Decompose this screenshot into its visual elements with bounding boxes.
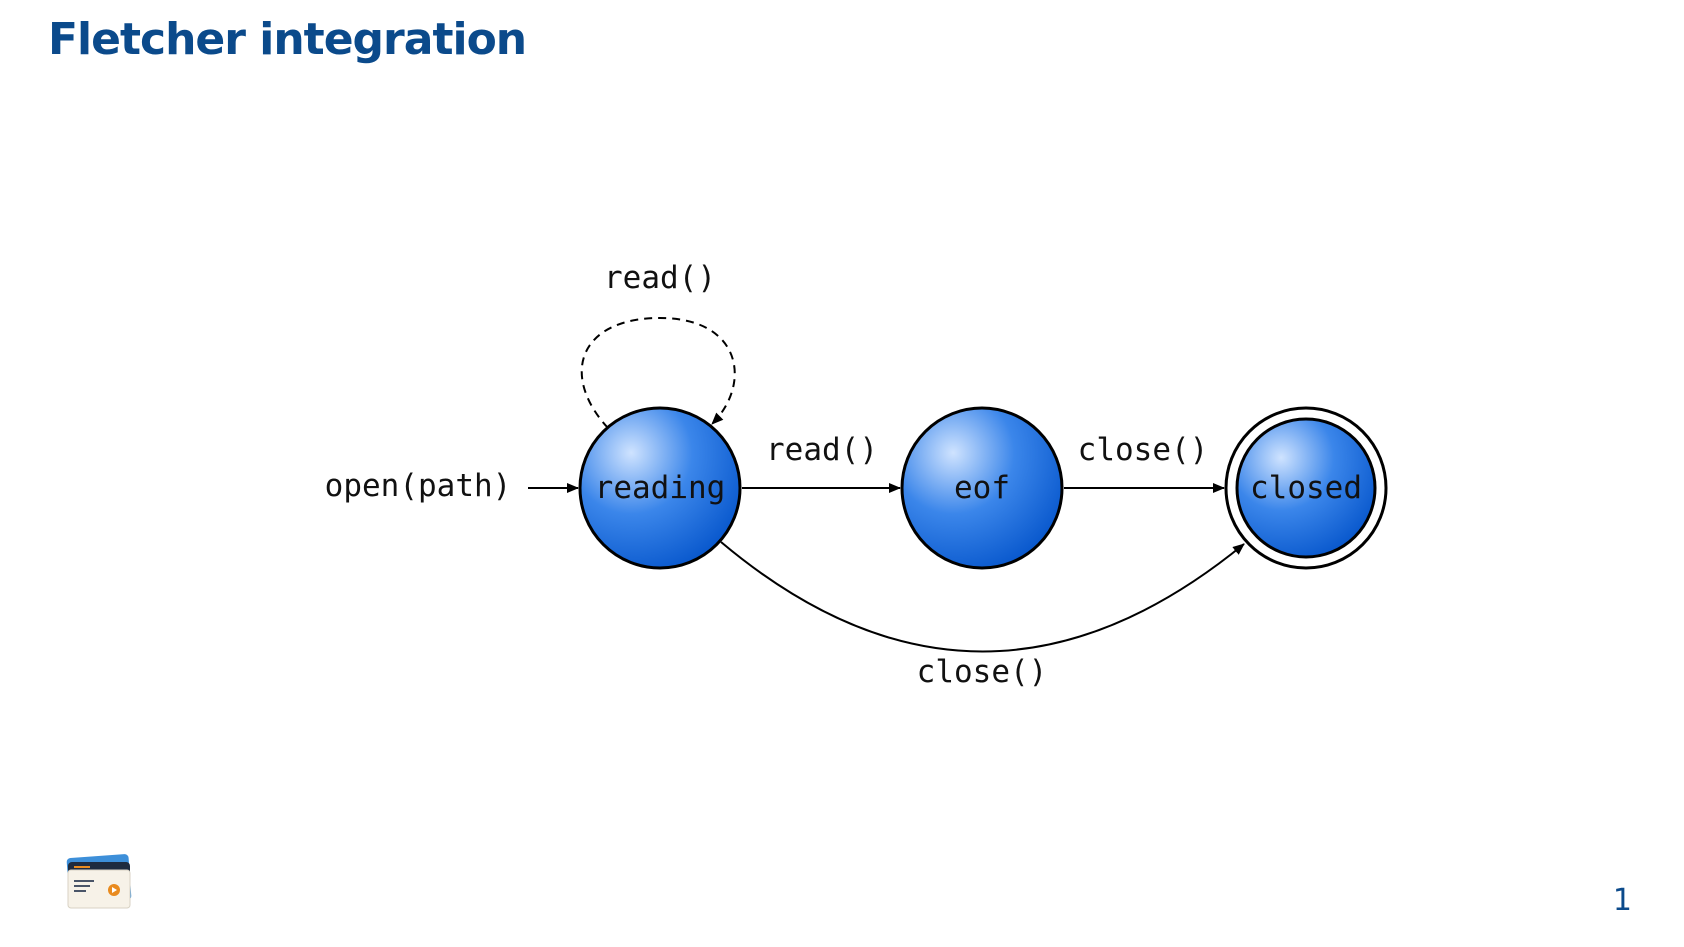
slide-title: Fletcher integration (48, 14, 527, 65)
edge-label-open-path: open(path) (325, 468, 512, 504)
page-number: 1 (1612, 883, 1632, 918)
edge-label-self-loop-read: read() (604, 260, 716, 296)
node-eof: eof (900, 406, 1064, 570)
node-reading: reading (578, 406, 742, 570)
node-label-reading: reading (595, 470, 726, 506)
edge-label-close-bottom: close() (917, 654, 1048, 690)
edge-label-close-top: close() (1078, 432, 1209, 468)
node-label-closed: closed (1250, 470, 1362, 506)
node-label-eof: eof (954, 470, 1010, 506)
slides-app-icon (64, 852, 134, 919)
edge-label-read: read() (766, 432, 878, 468)
edge-reading-to-closed (720, 541, 1245, 653)
node-closed: closed (1224, 406, 1388, 570)
edge-reading-self-loop (580, 316, 736, 429)
